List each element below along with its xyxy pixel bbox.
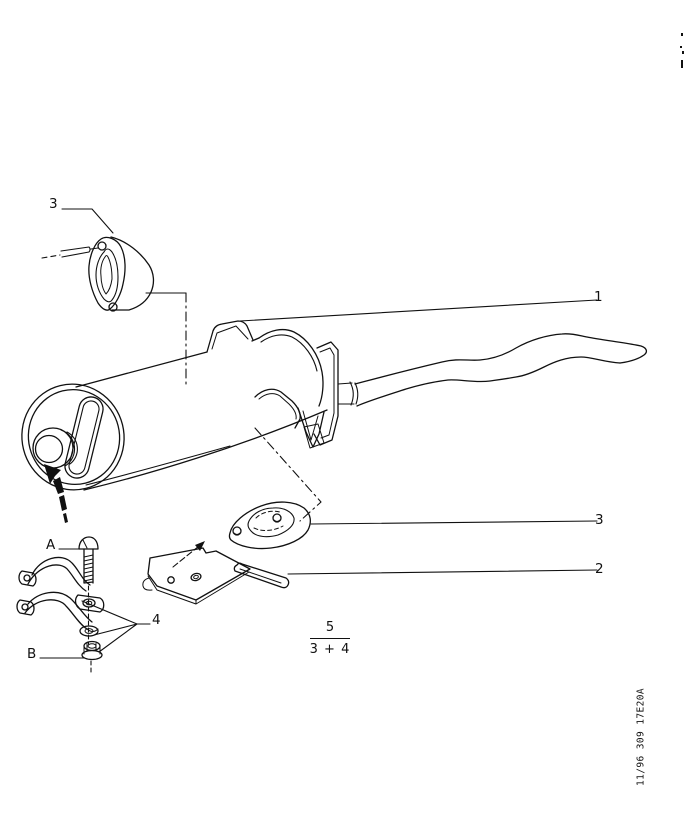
leader-silencer <box>239 299 598 322</box>
hanger-tab-bottom <box>297 407 325 448</box>
gasket-hole-bottom <box>108 302 118 312</box>
outlet-end-inner <box>260 334 318 372</box>
callout-bolt-a: A <box>46 537 56 553</box>
fraction-denominator: 3 + 4 <box>309 642 351 657</box>
tail-pipe-drawing <box>337 333 648 407</box>
inlet-pipe-face <box>34 434 64 464</box>
top-gasket-drawing <box>88 236 155 312</box>
body-top-edge <box>75 351 208 388</box>
end-cap-inner <box>27 388 121 486</box>
fraction-bar <box>310 638 350 639</box>
callout-nut-b: B <box>27 646 37 662</box>
heat-shield-hole-left <box>167 576 175 584</box>
callout-heat-shield: 2 <box>595 561 604 577</box>
bracket-foot <box>303 423 325 449</box>
gasket-hole-top <box>97 241 107 251</box>
plate-arrow-head <box>195 541 205 551</box>
leader-top-gasket <box>61 208 114 234</box>
stud-dashed-line <box>41 254 61 259</box>
end-cap-slot-outer <box>64 396 104 479</box>
bolt-drawing <box>78 536 99 584</box>
clamp-plate <box>74 594 105 613</box>
clamp-drawing <box>16 536 105 661</box>
callout-top-gasket: 3 <box>49 196 58 212</box>
callout-clamp-kit: 4 <box>152 612 161 628</box>
outlet-end-outer <box>258 328 324 407</box>
assembly-note-fraction: 5 3 + 4 <box>299 620 361 657</box>
callout-silencer: 1 <box>594 289 603 305</box>
clamp-washer <box>79 625 99 637</box>
leader-lower-gasket <box>310 520 598 525</box>
end-cap-outer <box>21 383 125 491</box>
lower-gasket-drawing <box>228 501 311 550</box>
end-cap-slot-inner <box>68 400 100 475</box>
plate-code: 11/96 309 17E20A <box>635 688 647 786</box>
clamp-straps <box>16 556 105 637</box>
silencer-drawing <box>21 320 339 491</box>
callout-lower-gasket: 3 <box>595 512 604 528</box>
lower-bracket <box>254 388 301 429</box>
stud-cylinder <box>60 246 99 258</box>
body-bottom-highlight <box>85 445 231 486</box>
heat-shield-hole-right <box>190 572 202 582</box>
hanger-tab-top <box>206 320 254 353</box>
spacer-strip <box>233 562 290 589</box>
assembly-arrow <box>44 464 68 523</box>
fraction-numerator: 5 <box>325 620 335 635</box>
heat-shield-drawing <box>142 547 290 605</box>
outlet-flange-plate <box>313 341 339 446</box>
silencer-to-gasket-axis <box>254 427 322 522</box>
inlet-pipe-rings <box>60 429 78 467</box>
leader-heat-shield <box>287 569 598 575</box>
registration-marks <box>680 33 684 68</box>
leader-clamp-4 <box>81 600 151 653</box>
nut-drawing <box>81 640 103 661</box>
body-bottom-edge <box>83 409 328 491</box>
